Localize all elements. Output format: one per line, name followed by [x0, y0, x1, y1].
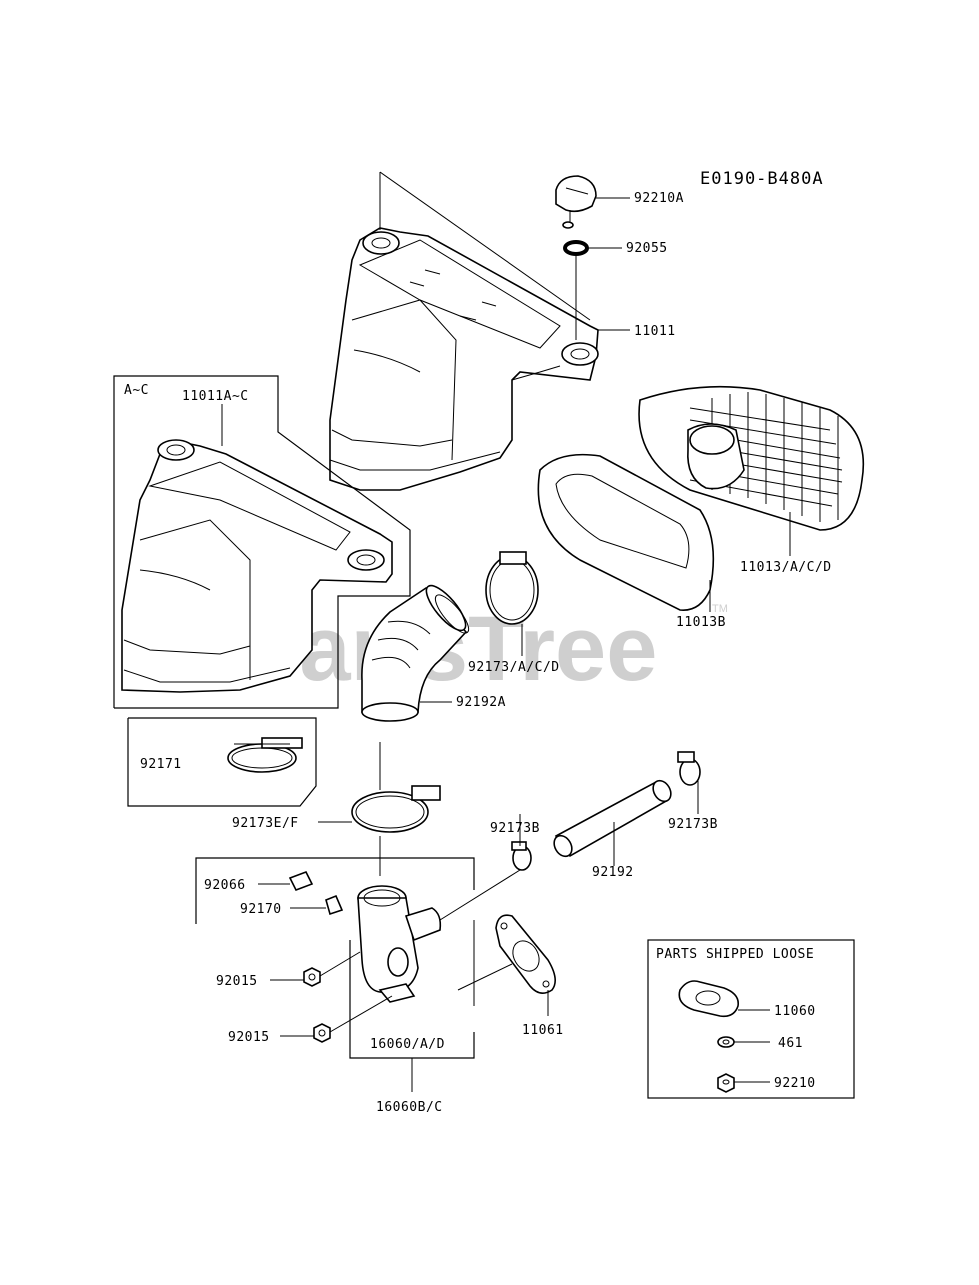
variant-inset-box [113, 375, 411, 709]
hose-clamp-92173EF[interactable] [351, 785, 441, 833]
label-92171: 92171 [140, 757, 182, 772]
gasket-11061[interactable] [495, 914, 556, 994]
band-clamp-92171[interactable] [227, 737, 303, 773]
clamp-92173B-right[interactable] [677, 751, 701, 786]
loose-parts-title: PARTS SHIPPED LOOSE [656, 947, 814, 962]
label-11013ACD: 11013/A/C/D [740, 560, 832, 575]
label-92173EF: 92173E/F [232, 816, 299, 831]
air-cleaner-cover-11011[interactable] [329, 227, 599, 491]
label-461: 461 [778, 1036, 803, 1051]
washer-461[interactable] [717, 1036, 735, 1048]
label-92015-upper: 92015 [216, 974, 258, 989]
clamp-inset-box [127, 717, 317, 807]
label-11061: 11061 [522, 1023, 564, 1038]
intake-pipe-16060[interactable] [357, 885, 442, 1003]
loose-parts-box [647, 939, 855, 1099]
label-92015-lower: 92015 [228, 1030, 270, 1045]
label-92192: 92192 [592, 865, 634, 880]
label-92173B-left: 92173B [490, 821, 540, 836]
label-11013B: 11013B [676, 615, 726, 630]
diagram-code: E0190-B480A [700, 169, 824, 189]
elbow-hose-92192A[interactable] [361, 580, 474, 722]
gasket-11060[interactable] [678, 980, 740, 1018]
label-92055: 92055 [626, 241, 668, 256]
air-cleaner-cover-11011A-C[interactable] [121, 439, 393, 693]
label-11011A-C: 11011A~C [182, 389, 249, 404]
label-92192A: 92192A [456, 695, 506, 710]
label-92210: 92210 [774, 1076, 816, 1091]
clamp-92173B-left[interactable] [511, 841, 532, 871]
nut-92015-upper[interactable] [303, 967, 321, 987]
nut-92015-lower[interactable] [313, 1023, 331, 1043]
wing-nut-92210A[interactable] [555, 175, 597, 229]
label-92066: 92066 [204, 878, 246, 893]
hose-92192[interactable] [551, 777, 675, 859]
watermark-trademark: TM [712, 603, 728, 615]
label-11060: 11060 [774, 1004, 816, 1019]
inset-variant-label: A~C [124, 383, 149, 398]
label-11011: 11011 [634, 324, 676, 339]
label-92173ACD: 92173/A/C/D [468, 660, 560, 675]
hose-clamp-92173ACD[interactable] [485, 551, 539, 625]
label-92170: 92170 [240, 902, 282, 917]
nut-92210[interactable] [717, 1073, 735, 1093]
air-filter-element-11013[interactable] [638, 385, 865, 531]
label-92173B-right: 92173B [668, 817, 718, 832]
label-16060BC: 16060B/C [376, 1100, 443, 1115]
clip-92170[interactable] [325, 894, 344, 916]
o-ring-92055[interactable] [563, 240, 589, 256]
label-16060AD: 16060/A/D [370, 1037, 445, 1052]
plug-92066[interactable] [288, 870, 314, 892]
label-92210A: 92210A [634, 191, 684, 206]
